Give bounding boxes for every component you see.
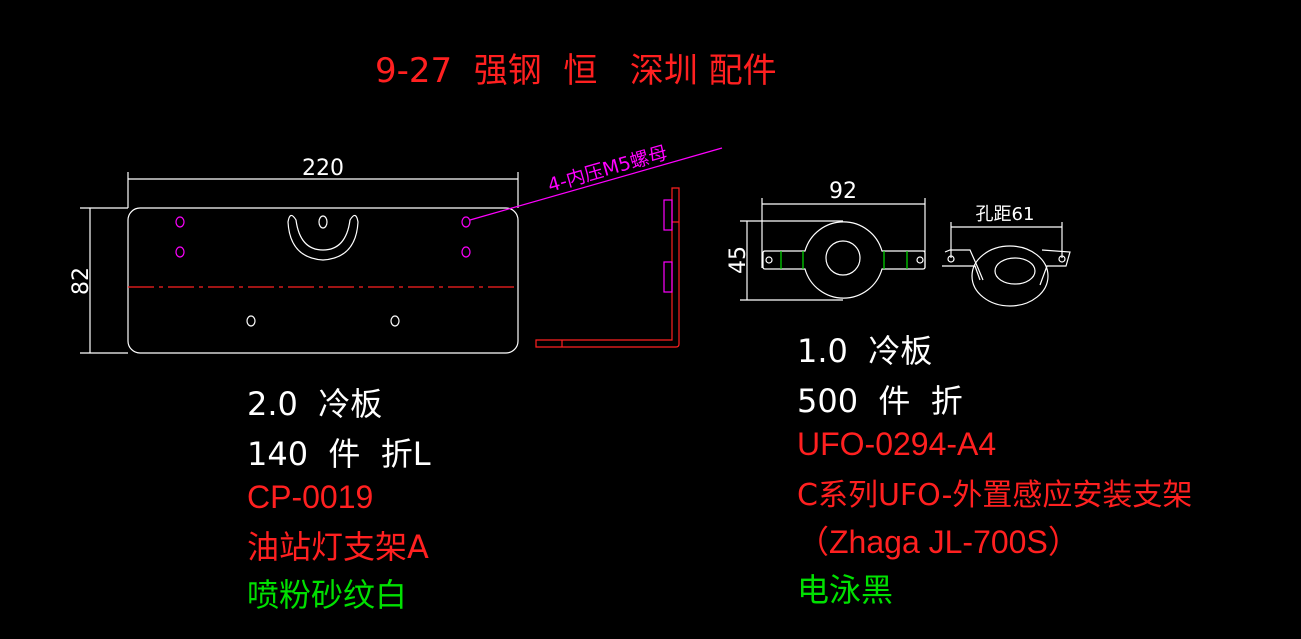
right-material: 1.0 冷板 [797,332,932,370]
dim-text-45: 45 [726,246,751,274]
nut-tabs [663,199,673,293]
hole [390,315,400,327]
hole [246,315,256,327]
right-quantity: 500 件 折 [797,382,963,420]
u-slot [287,214,359,261]
hole-spacing-text: 孔距61 [976,204,1035,225]
left-part-notes: 2.0 冷板 140 件 折L CP-0019 油站灯支架A 喷粉砂纹白 [247,385,431,614]
right-finish: 电泳黑 [797,571,893,609]
left-part-name: 油站灯支架A [247,528,429,566]
right-part-notes: 1.0 冷板 500 件 折 UFO-0294-A4 C系列UFO-外置感应安装… [797,332,1192,609]
dim-text-220: 220 [302,156,344,181]
left-part-no: CP-0019 [247,479,373,515]
leader-note: 4-内压M5螺母 [545,142,670,197]
left-finish: 喷粉砂纹白 [247,576,407,614]
right-part-name: C系列UFO-外置感应安装支架 [797,478,1192,513]
right-part-no: UFO-0294-A4 [797,426,996,462]
side-l-view [535,187,680,348]
right-model: （Zhaga JL-700S） [797,524,1080,560]
left-plate-view [80,172,519,354]
m5-nut-holes [175,147,723,258]
bend-lines [780,251,908,269]
left-quantity: 140 件 折L [247,435,431,473]
plate-outline [127,207,519,354]
hole [318,215,328,229]
right-bracket-view [740,198,926,301]
left-material: 2.0 冷板 [247,385,382,423]
leader-line [469,147,723,221]
dim-text-92: 92 [829,179,857,204]
drawing-title: 9-27 强钢 恒 深圳 配件 [375,51,777,91]
dim-text-82: 82 [69,267,94,295]
iso-bracket-view [942,222,1071,307]
